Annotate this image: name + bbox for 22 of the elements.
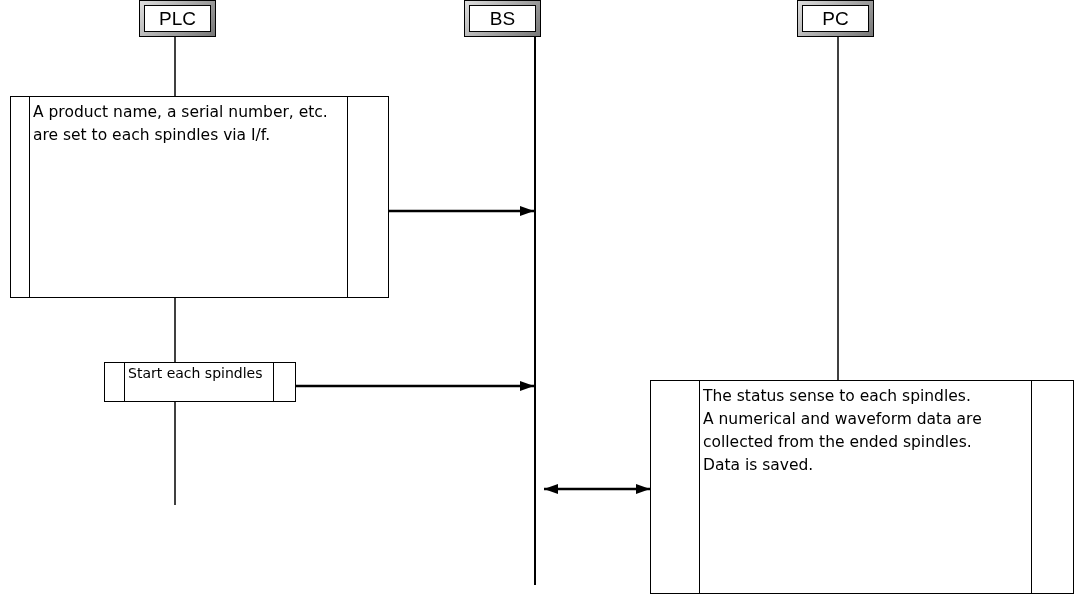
lifeline-segment bbox=[174, 401, 176, 506]
participant-label: BS bbox=[489, 7, 516, 30]
process-text: The status sense to each spindles. bbox=[703, 386, 972, 407]
process-box bbox=[650, 380, 1074, 594]
process-box bbox=[10, 96, 389, 298]
process-box bbox=[104, 362, 296, 402]
participant-label: PLC bbox=[159, 7, 196, 30]
arrow bbox=[296, 381, 534, 391]
participant-box bbox=[139, 0, 216, 37]
participant-box bbox=[464, 0, 541, 37]
process-text: Data is saved. bbox=[703, 455, 815, 476]
process-text: Start each spindles bbox=[128, 365, 264, 381]
lifeline-segment bbox=[837, 36, 839, 381]
lifeline-segment bbox=[174, 36, 176, 97]
arrow bbox=[544, 484, 650, 494]
arrow bbox=[389, 206, 534, 216]
lifeline-segment bbox=[174, 297, 176, 363]
lifeline bbox=[534, 37, 536, 585]
process-text: A numerical and waveform data are collected from the ended spindles. bbox=[703, 409, 983, 453]
process-text: A product name, a serial number, etc. are set to each spindles via I/f. bbox=[33, 102, 329, 146]
participant-label: PC bbox=[822, 7, 849, 30]
participant-box bbox=[797, 0, 874, 37]
